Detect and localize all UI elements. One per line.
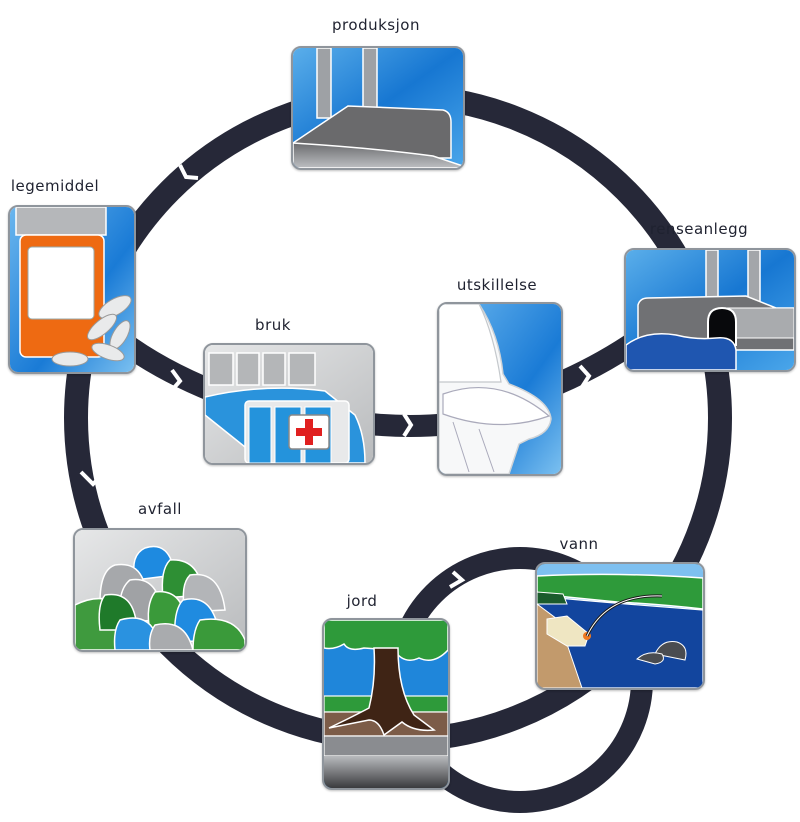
- node-produksjon[interactable]: [291, 46, 465, 170]
- node-label-produksjon: produksjon: [332, 16, 420, 34]
- node-label-bruk: bruk: [255, 316, 291, 334]
- node-label-vann: vann: [559, 535, 599, 553]
- medicine-bottle-icon: [10, 207, 134, 372]
- edge-utskillelse-renseanlegg: [550, 335, 637, 396]
- fishing-water-icon: [537, 564, 703, 688]
- node-label-avfall: avfall: [138, 500, 182, 518]
- arrow-notches: [79, 164, 673, 783]
- tree-soil-icon: [324, 620, 448, 788]
- node-renseanlegg[interactable]: [624, 248, 796, 372]
- arrow-bruk-utskillelse: [402, 412, 414, 438]
- node-label-legemiddel: legemiddel: [10, 177, 100, 195]
- node-legemiddel[interactable]: [8, 205, 136, 374]
- arrow-produksjon-legemiddel: [178, 164, 199, 180]
- arrow-utskillelse-renseanlegg: [578, 364, 592, 389]
- factory-icon: [293, 48, 463, 168]
- toilet-icon: [439, 304, 561, 474]
- treatment-plant-icon: [626, 250, 794, 370]
- arrow-legemiddel-avfall: [79, 470, 105, 487]
- node-label-jord: jord: [346, 592, 378, 610]
- hospital-icon: [205, 345, 373, 463]
- arrow-avfall-jord: [266, 671, 282, 691]
- node-avfall[interactable]: [73, 528, 247, 652]
- arrow-vann-jord: [448, 570, 466, 589]
- node-bruk[interactable]: [203, 343, 375, 465]
- arrow-legemiddel-bruk: [170, 368, 183, 392]
- node-utskillelse[interactable]: [437, 302, 563, 476]
- node-vann[interactable]: [535, 562, 705, 690]
- arrow-jord-vann: [548, 762, 564, 783]
- node-label-utskillelse: utskillelse: [456, 276, 538, 294]
- arrow-renseanlegg-vann: [650, 473, 673, 490]
- arrow-produksjon-renseanlegg: [564, 168, 580, 192]
- node-label-renseanlegg: renseanlegg: [649, 220, 749, 238]
- garbage-bags-icon: [75, 530, 245, 650]
- node-jord[interactable]: [322, 618, 450, 790]
